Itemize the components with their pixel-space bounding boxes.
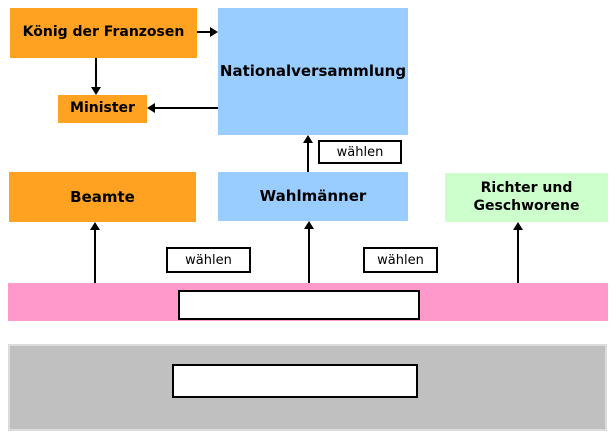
edge-label-waehlen-bottom-left: wählen [166, 247, 251, 273]
edge-label-waehlen-top: wählen [318, 140, 402, 164]
arrow-electorate-to-richter-head-icon [513, 222, 523, 230]
edge-label-waehlen-bottom-right: wählen [363, 247, 438, 273]
arrow-electorate-to-beamte-line [94, 229, 96, 283]
edge-label-waehlen-top-text: wählen [336, 144, 384, 160]
node-beamte: Beamte [9, 172, 196, 222]
arrow-wahlmaenner-to-nationalversammlung-head-icon [303, 135, 313, 143]
node-nationalversammlung: Nationalversammlung [218, 8, 408, 135]
node-koenig-label: König der Franzosen [22, 24, 185, 41]
arrow-koenig-to-nationalversammlung-head-icon [210, 27, 218, 37]
arrow-electorate-to-wahlmaenner-head-icon [304, 221, 314, 229]
arrow-electorate-to-wahlmaenner-line [308, 228, 310, 283]
fill-in-blank-population [172, 364, 418, 398]
arrow-nationalversammlung-to-minister-head-icon [147, 103, 155, 113]
node-koenig-der-franzosen: König der Franzosen [10, 8, 197, 58]
node-beamte-label: Beamte [70, 187, 135, 206]
arrow-electorate-to-beamte-head-icon [90, 222, 100, 230]
arrow-wahlmaenner-to-nationalversammlung-line [307, 142, 309, 172]
edge-label-waehlen-bottom-left-text: wählen [185, 252, 232, 268]
arrow-koenig-to-minister-line [95, 58, 97, 88]
node-richter-und-geschworene: Richter und Geschworene [445, 173, 608, 222]
node-minister-label: Minister [70, 100, 135, 117]
arrow-electorate-to-richter-line [517, 229, 519, 283]
arrow-koenig-to-minister-head-icon [91, 87, 101, 95]
node-richter-label: Richter und Geschworene [473, 180, 580, 214]
node-wahlmaenner: Wahlmänner [218, 172, 408, 221]
node-minister: Minister [58, 95, 147, 123]
node-wahlmaenner-label: Wahlmänner [259, 187, 367, 206]
node-nationalversammlung-label: Nationalversammlung [219, 62, 407, 81]
fill-in-blank-electorate [178, 290, 420, 320]
edge-label-waehlen-bottom-right-text: wählen [377, 252, 424, 268]
arrow-nationalversammlung-to-minister-line [154, 107, 218, 109]
arrow-koenig-to-nationalversammlung-line [197, 31, 212, 33]
